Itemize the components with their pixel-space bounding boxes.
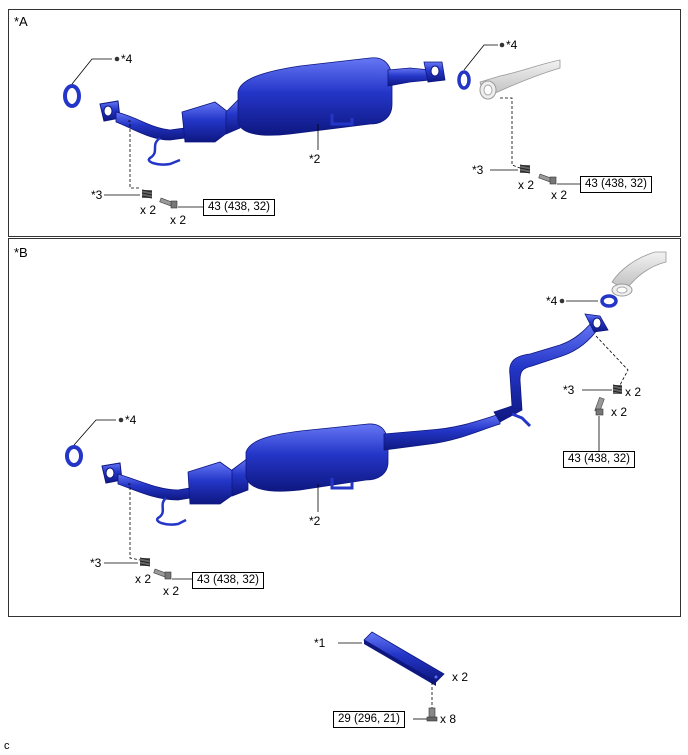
bolt-left-a-qty: x 2 xyxy=(170,213,187,227)
converter-assembly-b xyxy=(101,313,609,526)
gasket-left-b xyxy=(65,445,83,467)
panel-a-tag: *A xyxy=(14,14,28,29)
spring-right-a xyxy=(519,164,531,174)
torque-right-b-box: 43 (438, 32) xyxy=(563,451,636,468)
converter-assembly-a xyxy=(99,57,446,166)
bolt-left-b xyxy=(153,568,172,580)
torque-right-a-box: 43 (438, 32) xyxy=(580,176,653,193)
torque-left-b-box: 43 (438, 32) xyxy=(192,572,265,589)
spring-left-b xyxy=(139,557,151,567)
spring-right-b xyxy=(612,384,623,394)
footer-code: c xyxy=(4,740,10,752)
reference-pipe-b xyxy=(611,251,667,297)
bracket-bolt-qty: x 8 xyxy=(440,712,457,726)
bolt-right-a-qty: x 2 xyxy=(551,188,568,202)
gasket-right-a-label: *4 xyxy=(506,38,518,52)
bolt-right-b-qty: x 2 xyxy=(611,405,628,419)
spring-right-a-qty: x 2 xyxy=(518,178,535,192)
gasket-left-b-label: *4 xyxy=(125,413,137,427)
gasket-right-b xyxy=(600,294,618,308)
converter-b-label: *2 xyxy=(309,514,321,528)
bolt-right-a xyxy=(538,173,557,185)
gasket-right-b-label: *4 xyxy=(546,294,558,308)
bracket-bolt xyxy=(426,707,438,722)
gasket-left-a xyxy=(63,84,81,108)
bracket-label: *1 xyxy=(314,636,326,650)
spring-left-b-qty: x 2 xyxy=(135,572,152,586)
bracket-qty: x 2 xyxy=(452,670,469,684)
bolt-left-b-qty: x 2 xyxy=(163,584,180,598)
bolt-left-a xyxy=(159,197,178,209)
reference-pipe-a xyxy=(479,59,561,100)
gasket-right-a xyxy=(457,70,471,90)
spring-right-b-qty: x 2 xyxy=(625,385,642,399)
spring-left-a-qty: x 2 xyxy=(140,203,157,217)
spring-left-a-label: *3 xyxy=(91,188,103,202)
spring-left-a xyxy=(141,189,153,199)
torque-left-a-box: 43 (438, 32) xyxy=(203,199,276,216)
converter-a-label: *2 xyxy=(309,152,321,166)
exhaust-bracket xyxy=(363,631,445,686)
spring-left-b-label: *3 xyxy=(90,556,102,570)
bolt-right-b xyxy=(594,397,605,416)
spring-right-b-label: *3 xyxy=(563,383,575,397)
gasket-left-a-label: *4 xyxy=(121,52,133,66)
spring-right-a-label: *3 xyxy=(472,163,484,177)
bracket-torque-box: 29 (296, 21) xyxy=(333,711,406,728)
panel-b-tag: *B xyxy=(14,245,28,260)
